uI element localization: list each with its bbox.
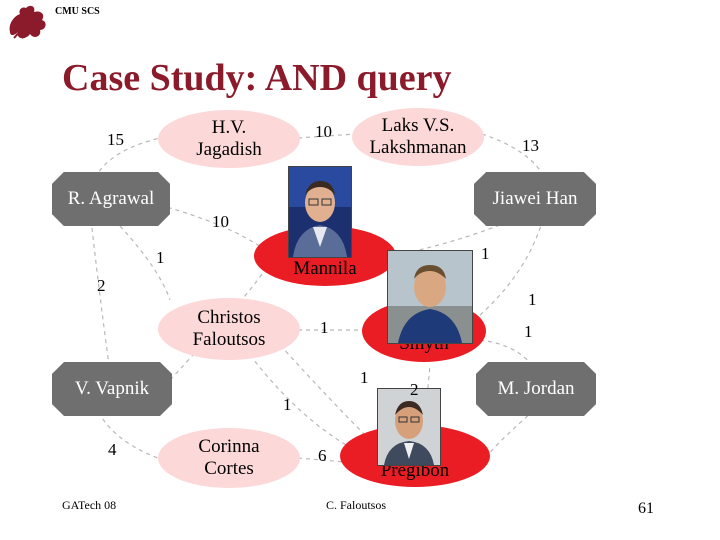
- weight-hv-laks: 10: [315, 122, 332, 141]
- page-number: 61: [638, 500, 654, 517]
- weight-laks-han: 13: [522, 136, 539, 155]
- edge-agrawal-vapnik: [91, 227, 111, 373]
- edge-agrawal-faloutsos: [119, 225, 171, 301]
- node-m-jordan: M. Jordan: [476, 362, 596, 416]
- photo-mannila: [288, 166, 352, 258]
- edge-faloutsos-pregibon-b: [249, 354, 356, 451]
- photo-smyth: [387, 250, 473, 344]
- weight-smyth-han: 1: [528, 290, 537, 309]
- weight-cortes-pregibon: 6: [318, 446, 327, 465]
- edge-agrawal-hv: [94, 137, 161, 179]
- weight-mannila-han: 1: [481, 244, 490, 263]
- photo-pregibon: [377, 388, 441, 466]
- node-laks-lakshmanan: Laks V.S.Lakshmanan: [352, 108, 484, 166]
- weight-pregibon-smyth: 2: [410, 380, 419, 399]
- edge-vapnik-cortes: [94, 404, 159, 459]
- weight-faloutsos-pregibon-b: 1: [283, 395, 292, 414]
- node-v-vapnik: V. Vapnik: [52, 362, 172, 416]
- node-hv-jagadish: H.V.Jagadish: [158, 110, 300, 168]
- weight-faloutsos-pregibon-a: 1: [360, 368, 369, 387]
- cmu-scs-logo: [9, 5, 46, 39]
- slide-title: Case Study: AND query: [62, 57, 452, 99]
- edge-hv-laks: [297, 133, 356, 139]
- org-label: CMU SCS: [55, 6, 100, 17]
- edge-faloutsos-pregibon-a: [279, 344, 371, 441]
- footer-center: C. Faloutsos: [326, 498, 387, 512]
- weight-agrawal-faloutsos: 1: [156, 248, 165, 267]
- weight-agrawal-mannila: 10: [212, 212, 229, 231]
- weight-agrawal-hv: 15: [107, 130, 124, 149]
- edge-agrawal-mannila: [159, 204, 263, 249]
- node-jiawei-han: Jiawei Han: [474, 172, 596, 226]
- node-r-agrawal: R. Agrawal: [52, 172, 170, 226]
- footer-left: GATech 08: [62, 498, 117, 512]
- weight-agrawal-vapnik: 2: [97, 276, 106, 295]
- weight-smyth-jordan: 1: [524, 322, 533, 341]
- weight-faloutsos-smyth: 1: [320, 318, 329, 337]
- weight-vapnik-cortes: 4: [108, 440, 117, 459]
